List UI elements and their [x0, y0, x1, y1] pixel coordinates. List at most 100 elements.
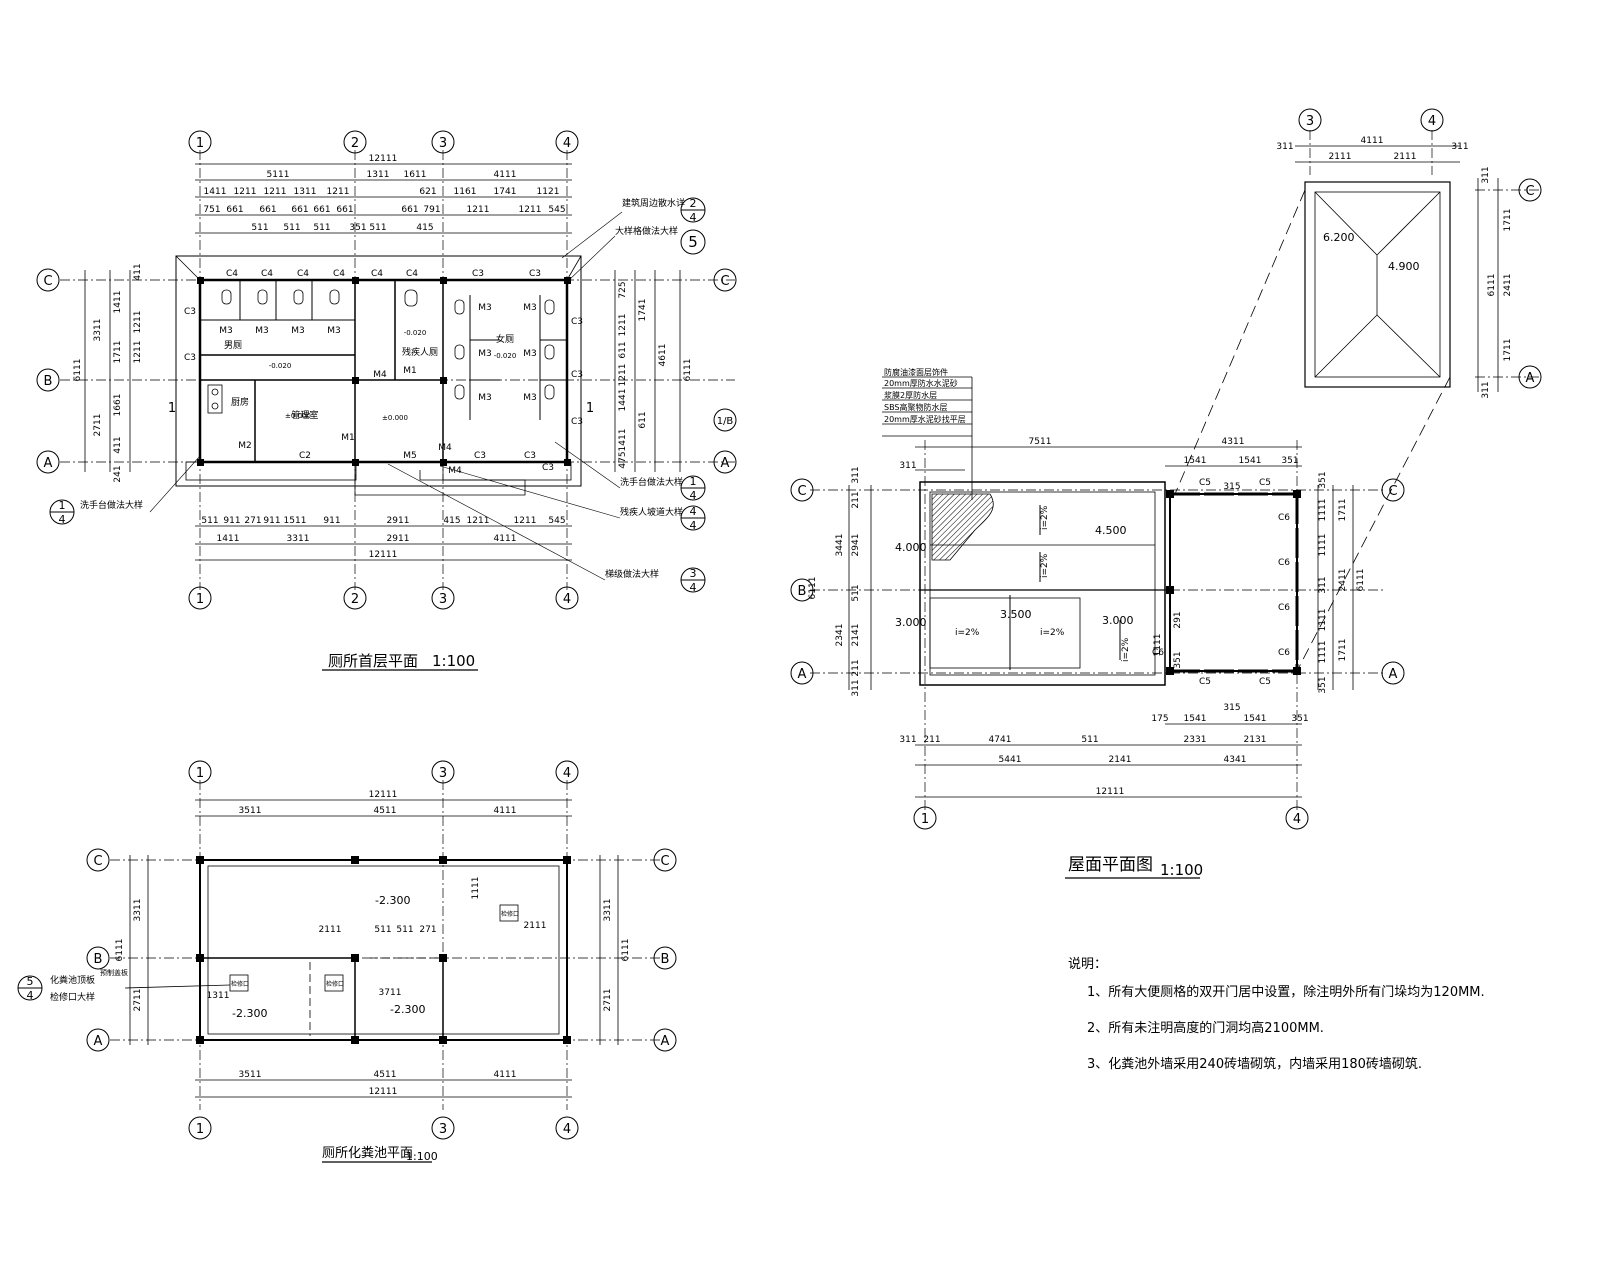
dim-text: 4341 [1224, 755, 1247, 765]
box-label: 检修口 [231, 980, 249, 988]
dim-text: 2111 [1394, 152, 1417, 162]
dim-text: 311 [899, 735, 916, 745]
dim-text: 351 [1318, 676, 1328, 693]
note-item: 3、化粪池外墙采用240砖墙砌筑，内墙采用180砖墙砌筑. [1087, 1056, 1422, 1072]
door-label: M3 [478, 393, 492, 403]
callout-ref: 4 [690, 519, 697, 532]
dim-text: 1211 [467, 205, 490, 215]
dim-text: 5111 [267, 170, 290, 180]
dim-text: 1211 [234, 187, 257, 197]
dim-text: 1311 [207, 991, 230, 1001]
slope-label: i=2% [955, 628, 980, 638]
window-label: C3 [542, 463, 554, 473]
door-label: M3 [478, 303, 492, 313]
dim-text: 2111 [524, 921, 547, 931]
dim-text: 12111 [1096, 787, 1125, 797]
dim-text: 1211 [519, 205, 542, 215]
dim-text: 6111 [73, 359, 83, 382]
door-label: M3 [523, 393, 537, 403]
dim-text: 351 [1318, 471, 1328, 488]
dim-text: 415 [443, 516, 460, 526]
callout-ref: 5 [688, 233, 698, 251]
dim-text: 611 [618, 341, 628, 358]
axis-label: A [1526, 371, 1535, 386]
window-label: C4 [261, 269, 273, 279]
axis-label: 4 [563, 766, 571, 781]
dim-text: 791 [423, 205, 440, 215]
dim-text: 751 [203, 205, 220, 215]
axis-label: B [661, 952, 670, 967]
dim-text: 4111 [494, 534, 517, 544]
dim-text: 661 [401, 205, 418, 215]
ground-plan-callout-bubbles: 2 4 5 1 4 4 4 3 4 1 4 1 1 [59, 197, 698, 594]
dim-text: 611 [638, 411, 648, 428]
note-item: 2、所有未注明高度的门洞均高2100MM. [1087, 1020, 1324, 1036]
window-label: C5 [1199, 677, 1211, 687]
dim-text: 311 [899, 461, 916, 471]
axis-label: 2 [351, 592, 359, 607]
axis-label: C [93, 854, 102, 869]
window-label: C3 [184, 353, 196, 363]
dim-text: 241 [113, 465, 123, 482]
window-label: C4 [371, 269, 383, 279]
dim-text: 1441 [618, 389, 628, 412]
dim-text: 1711 [1503, 339, 1513, 362]
dim-text: 6111 [1356, 569, 1366, 592]
dim-text: 511 [251, 223, 268, 233]
door-label: M3 [219, 326, 233, 336]
layer-text: 20mm厚水泥砂找平层 [884, 414, 966, 424]
septic-plan-title: 厕所化粪池平面 [322, 1146, 413, 1161]
dim-text: 1411 [618, 429, 628, 452]
dim-text: 475 [618, 451, 628, 468]
elevation-label: 4.000 [895, 541, 927, 554]
dim-text: 1211 [133, 341, 143, 364]
ground-plan-callouts: 建筑周边散水详 大样格做法大样 洗手台做法大样 残疾人坡道大样 梯级做法大样 洗… [80, 197, 685, 580]
window-label: C3 [472, 269, 484, 279]
callout-text: 洗手台做法大样 [80, 499, 143, 511]
dim-text: 1211 [618, 314, 628, 337]
roof-plan-windows: C5 C5 C5 C5 C6 C6 C6 C6 C6 [1152, 478, 1290, 687]
dim-text: 1711 [1338, 499, 1348, 522]
dim-text: 2131 [1244, 735, 1267, 745]
window-label: C6 [1278, 603, 1290, 613]
dim-text: 175 [1151, 714, 1168, 724]
window-label: C3 [524, 451, 536, 461]
dim-text: 2111 [319, 925, 342, 935]
dim-text: 2911 [387, 534, 410, 544]
dim-text: 1541 [1244, 714, 1267, 724]
dim-text: 1211 [327, 187, 350, 197]
dim-text: 1111 [1318, 534, 1328, 557]
dim-text: 511 [313, 223, 330, 233]
dim-text: 311 [851, 679, 861, 696]
dim-text: 1311 [294, 187, 317, 197]
roof-plan-layers: 防腐油漆面层饰件 20mm厚防水水泥砂 浆膜2厚防水层 SBS高聚物防水层 20… [884, 367, 966, 424]
dim-text: 2711 [93, 414, 103, 437]
dim-text: 911 [223, 516, 240, 526]
mini-roof-dimensions: 311 4111 2111 2111 311 311 1711 2411 171… [1276, 136, 1513, 399]
axis-label: A [44, 456, 53, 471]
dim-text: 12111 [369, 154, 398, 164]
dim-text: 911 [323, 516, 340, 526]
dim-text: 2411 [1503, 274, 1513, 297]
axis-label: 1 [196, 1122, 204, 1137]
door-label: M4 [448, 466, 462, 476]
dim-text: 415 [416, 223, 433, 233]
dim-text: 1741 [494, 187, 517, 197]
dim-text: 1511 [284, 516, 307, 526]
dim-text: 4611 [658, 344, 668, 367]
dim-text: 4111 [494, 1070, 517, 1080]
dim-text: 311 [1481, 166, 1491, 183]
dim-text: 1311 [367, 170, 390, 180]
dim-text: 661 [226, 205, 243, 215]
axis-label: C [660, 854, 669, 869]
room-label: 残疾人厕 [402, 346, 438, 358]
callout-ref: 2 [690, 197, 697, 210]
window-label: C2 [299, 451, 311, 461]
dim-text: 351 [1281, 456, 1298, 466]
dim-text: 1741 [638, 299, 648, 322]
axis-label: 4 [563, 136, 571, 151]
room-label: 女厕 [496, 333, 514, 345]
notes-heading: 说明： [1068, 957, 1107, 972]
door-label: M1 [341, 433, 355, 443]
axis-label: C [1388, 484, 1397, 499]
